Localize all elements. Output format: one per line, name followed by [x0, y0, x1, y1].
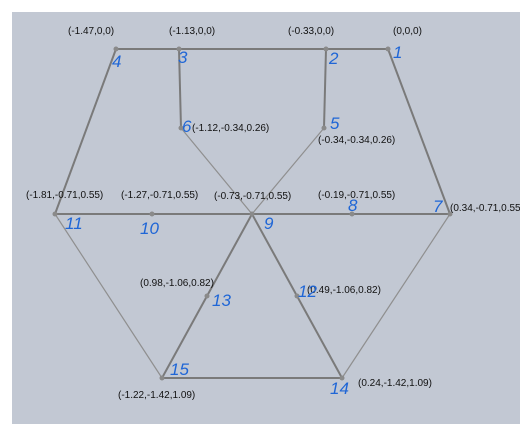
node-1 [385, 46, 391, 52]
node-number-12: 12 [298, 282, 317, 301]
node-number-15: 15 [170, 360, 189, 379]
coord-label-2: (-0.33,0,0) [288, 26, 334, 37]
coord-label-7: (0.34,-0.71,0.55) [450, 203, 520, 214]
coord-label-11: (-1.81,-0.71,0.55) [26, 190, 103, 201]
node-14 [339, 375, 345, 381]
coord-label-14: (0.24,-1.42,1.09) [358, 378, 432, 389]
coord-label-9: (-0.73,-0.71,0.55) [214, 191, 291, 202]
node-number-7: 7 [433, 197, 443, 216]
coord-label-15: (-1.22,-1.42,1.09) [118, 390, 195, 401]
coord-label-4: (-1.47,0,0) [68, 26, 114, 37]
coord-label-6: (-1.12,-0.34,0.26) [192, 123, 269, 134]
node-3 [176, 46, 182, 52]
node-number-11: 11 [65, 214, 83, 233]
node-4 [113, 46, 119, 52]
coord-label-8: (-0.19,-0.71,0.55) [318, 190, 395, 201]
node-8 [349, 211, 355, 217]
node-10 [149, 211, 155, 217]
node-number-9: 9 [264, 214, 274, 233]
coord-label-10: (-1.27,-0.71,0.55) [121, 190, 198, 201]
coord-label-3: (-1.13,0,0) [169, 26, 215, 37]
node-number-1: 1 [393, 43, 402, 62]
edge-3-6 [178, 48, 182, 129]
edge-5-9 [251, 127, 325, 215]
edge-6-9 [180, 127, 253, 215]
node-13 [204, 293, 210, 299]
edge-11-15 [54, 213, 163, 379]
edge-1-7 [387, 48, 451, 215]
node-11 [52, 211, 58, 217]
node-number-6: 6 [182, 117, 192, 136]
truss-diagram: (-1.47,0,0) (-1.13,0,0) (-0.33,0,0) (0,0… [26, 26, 520, 401]
edge-7-14 [341, 213, 451, 379]
node-number-2: 2 [328, 49, 339, 68]
node-5 [321, 125, 327, 131]
coord-label-1: (0,0,0) [393, 26, 422, 37]
node-12 [294, 293, 300, 299]
node-number-3: 3 [178, 48, 188, 67]
edge-2-5 [323, 48, 327, 129]
node-number-14: 14 [330, 379, 349, 398]
node-2 [323, 46, 329, 52]
node-number-4: 4 [112, 52, 121, 71]
coord-label-5: (-0.34,-0.34,0.26) [318, 135, 395, 146]
node-9 [249, 211, 255, 217]
node-15 [159, 375, 165, 381]
diagram-canvas: (-1.47,0,0) (-1.13,0,0) (-0.33,0,0) (0,0… [12, 12, 520, 424]
node-number-5: 5 [330, 114, 340, 133]
node-number-10: 10 [140, 219, 159, 238]
node-number-13: 13 [212, 291, 231, 310]
coord-label-13: (0.98,-1.06,0.82) [140, 278, 214, 289]
edge-4-11 [54, 48, 117, 215]
node-7 [447, 211, 453, 217]
node-number-8: 8 [348, 196, 358, 215]
node-6 [178, 125, 184, 131]
coord-label-12: (0.49,-1.06,0.82) [307, 285, 381, 296]
